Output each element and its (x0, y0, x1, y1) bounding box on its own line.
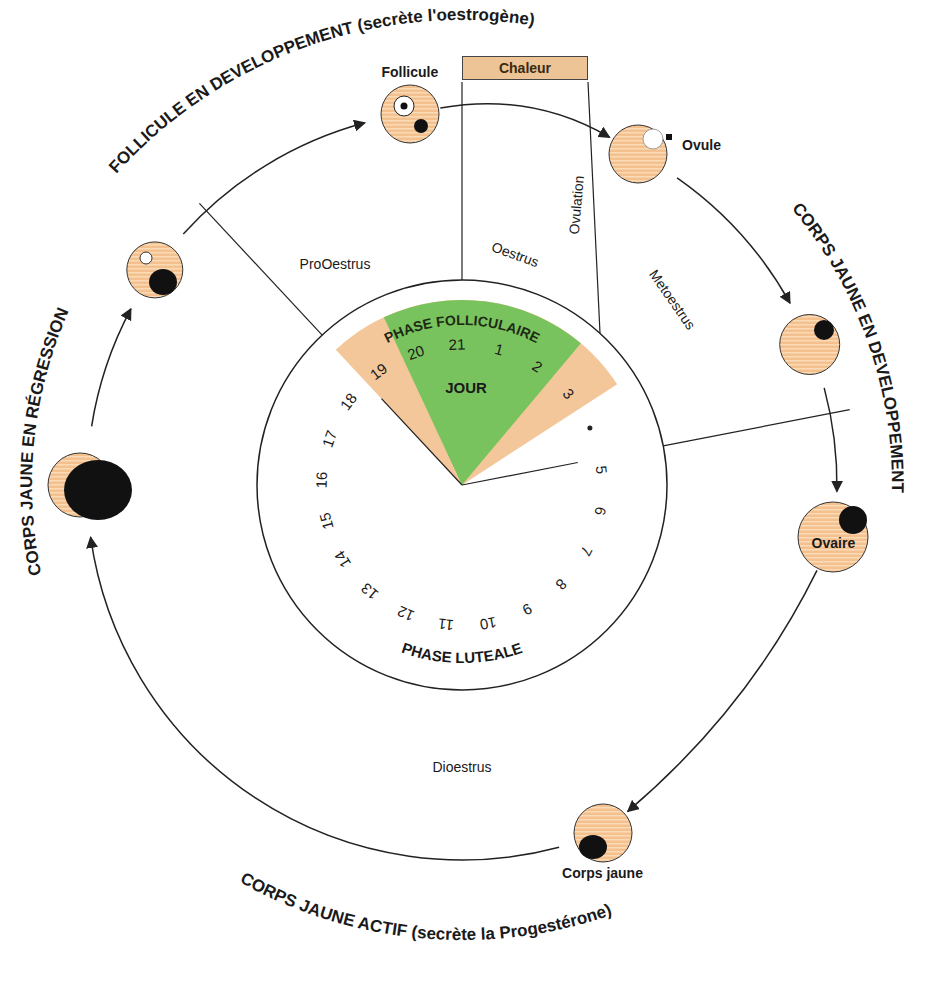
day-number: 14 (332, 548, 355, 571)
stage-label: Follicule (381, 65, 438, 80)
phase-line (588, 82, 600, 333)
ovulation-ovary: Ovule (608, 124, 668, 184)
day-number: 19 (368, 361, 391, 384)
stage-caption: FOLLICULE EN DEVELOPPEMENT (secrète l'oe… (105, 5, 536, 177)
cycle-arrow (92, 309, 131, 426)
day-title: JOUR (445, 380, 487, 397)
phase-line (663, 410, 850, 446)
stage-caption: FOLLICULE EN DEVELOPPEMENT (secrète l'oe… (105, 5, 536, 177)
ovary-figure (127, 242, 183, 298)
day-number: 11 (437, 615, 454, 633)
cycle-arrow (440, 104, 609, 138)
phase-name: Oestrus (489, 239, 540, 270)
stage-label: Corps jaune (562, 866, 643, 881)
ovary-shape (380, 84, 440, 144)
cycle-arrow (677, 178, 790, 303)
stage-caption: CORPS JAUNE EN DEVELOPPEMENT (788, 199, 907, 494)
stage-caption: CORPS JAUNE EN DEVELOPPEMENT (788, 199, 907, 494)
corpus-luteum-ovary: Corps jaune (573, 803, 633, 863)
day-number: 13 (359, 579, 382, 602)
day-number: 3 (559, 385, 577, 402)
day-number: 7 (576, 543, 594, 558)
day-number: 2 (529, 357, 545, 375)
day-number: 5 (592, 465, 609, 475)
day-number: 15 (317, 511, 337, 531)
phase-line (462, 463, 578, 486)
day-dial (257, 280, 667, 690)
stage-caption: CORPS JAUNE EN RÉGRESSION (17, 305, 73, 578)
day-number: 10 (478, 613, 497, 632)
cycle-arrow (824, 388, 837, 492)
phase-name: Dioestrus (432, 760, 491, 775)
day-number: 21 (448, 337, 465, 354)
phase-name: Metoestrus (646, 267, 698, 333)
phase-title: PHASE LUTEALE (400, 639, 525, 666)
follicle-ovary: Follicule (380, 84, 440, 144)
day-number: 8 (552, 575, 570, 593)
day-number: 12 (395, 602, 417, 624)
ovary-shape (608, 124, 668, 184)
day-mark (587, 426, 592, 431)
follicular-wedge (336, 300, 617, 485)
heat-label: Chaleur (473, 60, 577, 76)
stage-caption: CORPS JAUNE ACTIF (secrète la Progestéro… (237, 869, 614, 944)
stage-label: Ovaire (812, 536, 856, 551)
day-number: 16 (314, 471, 331, 488)
ovary-circle: Ovaire (797, 501, 869, 573)
stage-caption: CORPS JAUNE ACTIF (secrète la Progestéro… (237, 869, 614, 944)
ovary-figure (48, 453, 132, 520)
phase-line (461, 82, 462, 280)
cycle-arrow (91, 537, 559, 860)
phase-line (382, 399, 463, 485)
ovary-figure (780, 315, 840, 375)
ovary-shape (573, 803, 633, 863)
day-number: 18 (338, 390, 361, 413)
day-number: 1 (492, 341, 504, 359)
cycle-arrow (183, 123, 365, 234)
cycle-arrow (628, 570, 817, 811)
day-number: 17 (319, 428, 340, 449)
stage-caption: CORPS JAUNE EN RÉGRESSION (17, 305, 73, 578)
day-number: 20 (406, 342, 427, 363)
phase-title: PHASE LUTEALE (400, 639, 525, 666)
stage-label: Ovule (682, 138, 721, 153)
phase-name: ProOestrus (300, 257, 371, 272)
day-number: 9 (520, 600, 535, 618)
heat-box: Chaleur (462, 56, 588, 80)
day-number: 6 (591, 506, 609, 517)
phase-name: Ovulation (567, 175, 587, 235)
